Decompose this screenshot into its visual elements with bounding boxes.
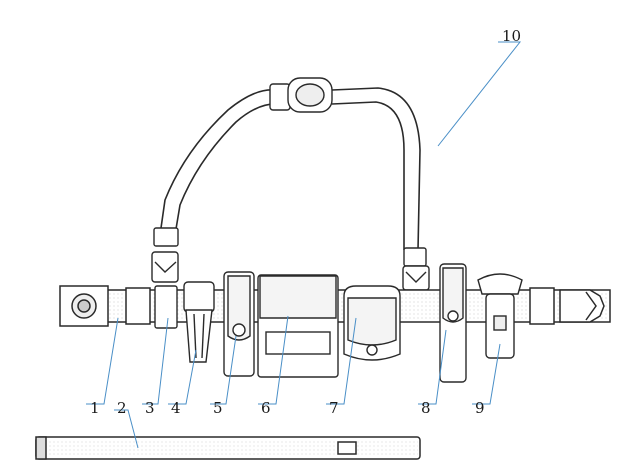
leader-8: [418, 329, 447, 405]
callout-label-7: 7: [329, 399, 339, 417]
callout-label-9: 9: [475, 399, 485, 417]
pouch-7: [343, 285, 401, 361]
callout-label-6: 6: [261, 399, 271, 417]
strap-clip-left: [151, 227, 179, 283]
inner-belt-2: [35, 436, 421, 460]
leader-7: [326, 317, 357, 405]
leader-10: [437, 41, 522, 147]
pouch-5: [223, 271, 255, 377]
callout-label-4: 4: [171, 399, 181, 417]
keeper-3: [154, 285, 178, 329]
leader-lines: [86, 41, 522, 449]
leader-2: [114, 409, 139, 449]
leader-4: [168, 349, 197, 405]
strap-buckle: [269, 77, 333, 113]
callout-label-3: 3: [145, 399, 155, 417]
baton-holder-4: [183, 281, 215, 363]
leader-5: [210, 335, 237, 405]
pouch-6: [257, 274, 339, 378]
shoulder-strap: [159, 87, 421, 251]
pouch-8: [439, 263, 467, 383]
callout-label-2: 2: [117, 399, 127, 417]
leader-9: [472, 343, 501, 405]
callout-label-5: 5: [213, 399, 223, 417]
belt: [59, 285, 611, 327]
callout-label-8: 8: [421, 399, 431, 417]
callout-label-10: 10: [502, 27, 522, 45]
leader-6: [258, 315, 289, 405]
leader-1: [86, 317, 119, 405]
strap-clip-right: [402, 247, 430, 291]
callout-label-1: 1: [90, 399, 100, 417]
leader-3: [142, 317, 169, 405]
holder-9: [477, 273, 523, 359]
